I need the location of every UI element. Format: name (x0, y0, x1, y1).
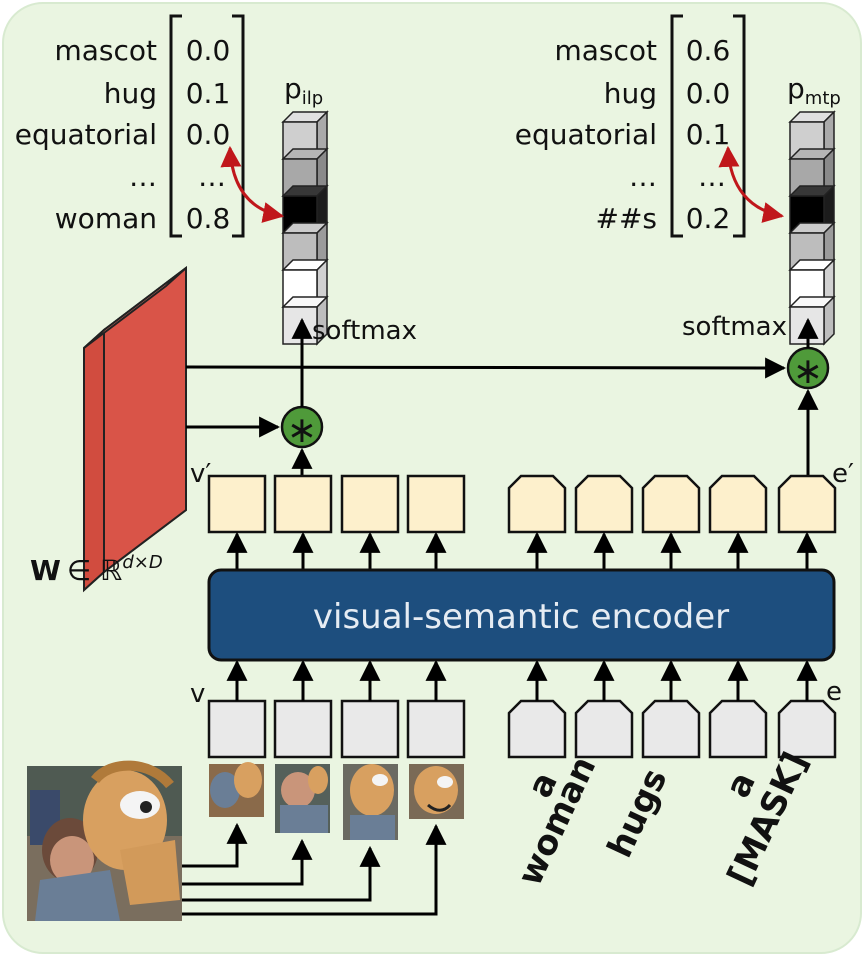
visual-input-box-3 (340, 699, 400, 759)
right-softmax-label: softmax (682, 312, 787, 342)
left-value-2: 0.1 (186, 77, 231, 110)
right-word-5: ##s (595, 202, 657, 235)
right-cube-6 (788, 295, 836, 346)
weight-matrix-slab (83, 265, 187, 593)
input-photo (27, 760, 182, 921)
left-word-1: mascot (54, 34, 157, 67)
text-input-box-1 (507, 699, 567, 759)
v-label: v (190, 679, 205, 709)
text-input-box-3 (641, 699, 701, 759)
left-word-3: equatorial (15, 118, 157, 151)
left-word-2: hug (104, 77, 157, 110)
left-word-5: woman (55, 202, 157, 235)
left-bracket-open (169, 14, 182, 238)
right-word-3: equatorial (515, 118, 657, 151)
right-word-2: hug (604, 77, 657, 110)
vprime-label: v′ (190, 459, 211, 489)
right-value-1: 0.6 (686, 34, 731, 67)
region-crop-3 (343, 764, 398, 840)
text-output-box-5 (777, 474, 837, 534)
encoder-label: visual-semantic encoder (313, 597, 729, 637)
encoder-arrows (226, 531, 818, 701)
left-operator-symbol: ∗ (287, 410, 317, 451)
visual-input-box-4 (406, 699, 466, 759)
left-vocab-matrix: mascot hug equatorial … woman 0.0 0.1 0.… (15, 14, 245, 238)
left-highlight-arrow (220, 145, 285, 223)
right-highlight-arrow (718, 145, 785, 223)
right-bracket-close (733, 14, 746, 238)
text-output-box-2 (574, 474, 634, 534)
right-value-3: 0.1 (686, 118, 731, 151)
photo-to-crop-arrows (182, 822, 447, 916)
right-prob-label: pmtp (787, 72, 841, 109)
e-label: e (826, 677, 842, 707)
right-bracket-open (670, 14, 683, 238)
left-softmax-label: softmax (312, 316, 417, 346)
text-output-box-4 (708, 474, 768, 534)
left-value-4: … (198, 160, 226, 193)
right-value-5: 0.2 (686, 202, 731, 235)
right-value-4: … (698, 160, 726, 193)
text-output-boxes (507, 474, 837, 534)
text-output-box-1 (507, 474, 567, 534)
right-word-1: mascot (554, 34, 657, 67)
region-crop-4 (409, 764, 464, 819)
right-operator-symbol: ∗ (793, 351, 823, 392)
text-input-box-2 (574, 699, 634, 759)
left-operator: ∗ (280, 405, 324, 451)
weight-to-right-operator-arrow (185, 357, 787, 379)
visual-output-box-4 (406, 474, 466, 534)
text-input-box-5 (777, 699, 837, 759)
left-prob-cube-stack (281, 110, 329, 346)
visual-semantic-encoder: visual-semantic encoder (207, 568, 836, 662)
left-value-5: 0.8 (186, 202, 231, 235)
right-operator: ∗ (786, 346, 830, 392)
left-bracket-close (232, 14, 245, 238)
left-value-1: 0.0 (186, 34, 231, 67)
eprime-label: e′ (832, 459, 854, 489)
visual-input-box-1 (207, 699, 267, 759)
visual-input-box-2 (273, 699, 333, 759)
left-value-3: 0.0 (186, 118, 231, 151)
left-prob-label: pilp (284, 72, 323, 109)
visual-output-box-3 (340, 474, 400, 534)
text-input-boxes (507, 699, 837, 759)
left-word-4: … (129, 160, 157, 193)
right-value-2: 0.0 (686, 77, 731, 110)
visual-output-box-2 (273, 474, 333, 534)
visual-output-box-1 (207, 474, 267, 534)
region-crop-2 (275, 764, 330, 833)
right-word-4: … (629, 160, 657, 193)
weight-label: W∈ ℝd×D (30, 552, 163, 587)
text-output-box-3 (641, 474, 701, 534)
text-input-box-4 (708, 699, 768, 759)
right-vocab-matrix: mascot hug equatorial … ##s 0.6 0.0 0.1 … (515, 14, 746, 238)
region-crop-1 (209, 762, 264, 817)
right-prob-cube-stack (788, 110, 836, 346)
